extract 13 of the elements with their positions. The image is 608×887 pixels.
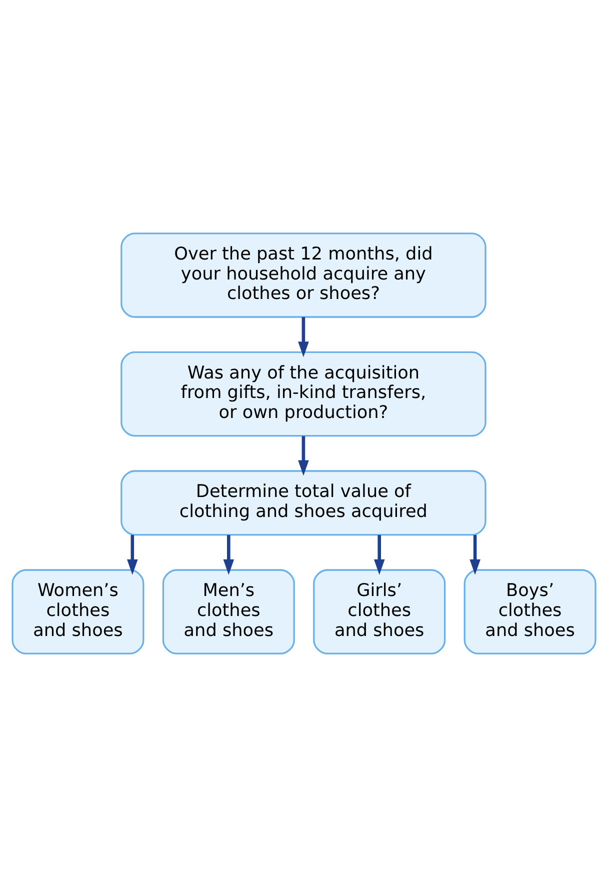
node-box: Girls’ clothes and shoes — [313, 569, 446, 654]
arrow — [470, 534, 480, 575]
node-box: Was any of the acquisition from gifts, in-kind transfers, or own production? — [120, 351, 486, 437]
arrow — [127, 534, 138, 575]
node-box: Men’s clothes and shoes — [162, 569, 295, 654]
arrow — [298, 436, 309, 476]
node-box: Over the past 12 months, did your household acquire any clothes or shoes? — [120, 232, 486, 318]
arrow — [374, 534, 385, 575]
node-box: Determine total value of clothing and shoes acquired — [120, 470, 486, 536]
node-box: Boys’ clothes and shoes — [464, 569, 596, 654]
arrow — [298, 317, 309, 358]
node-box: Women’s clothes and shoes — [12, 569, 144, 654]
arrow — [223, 534, 234, 575]
